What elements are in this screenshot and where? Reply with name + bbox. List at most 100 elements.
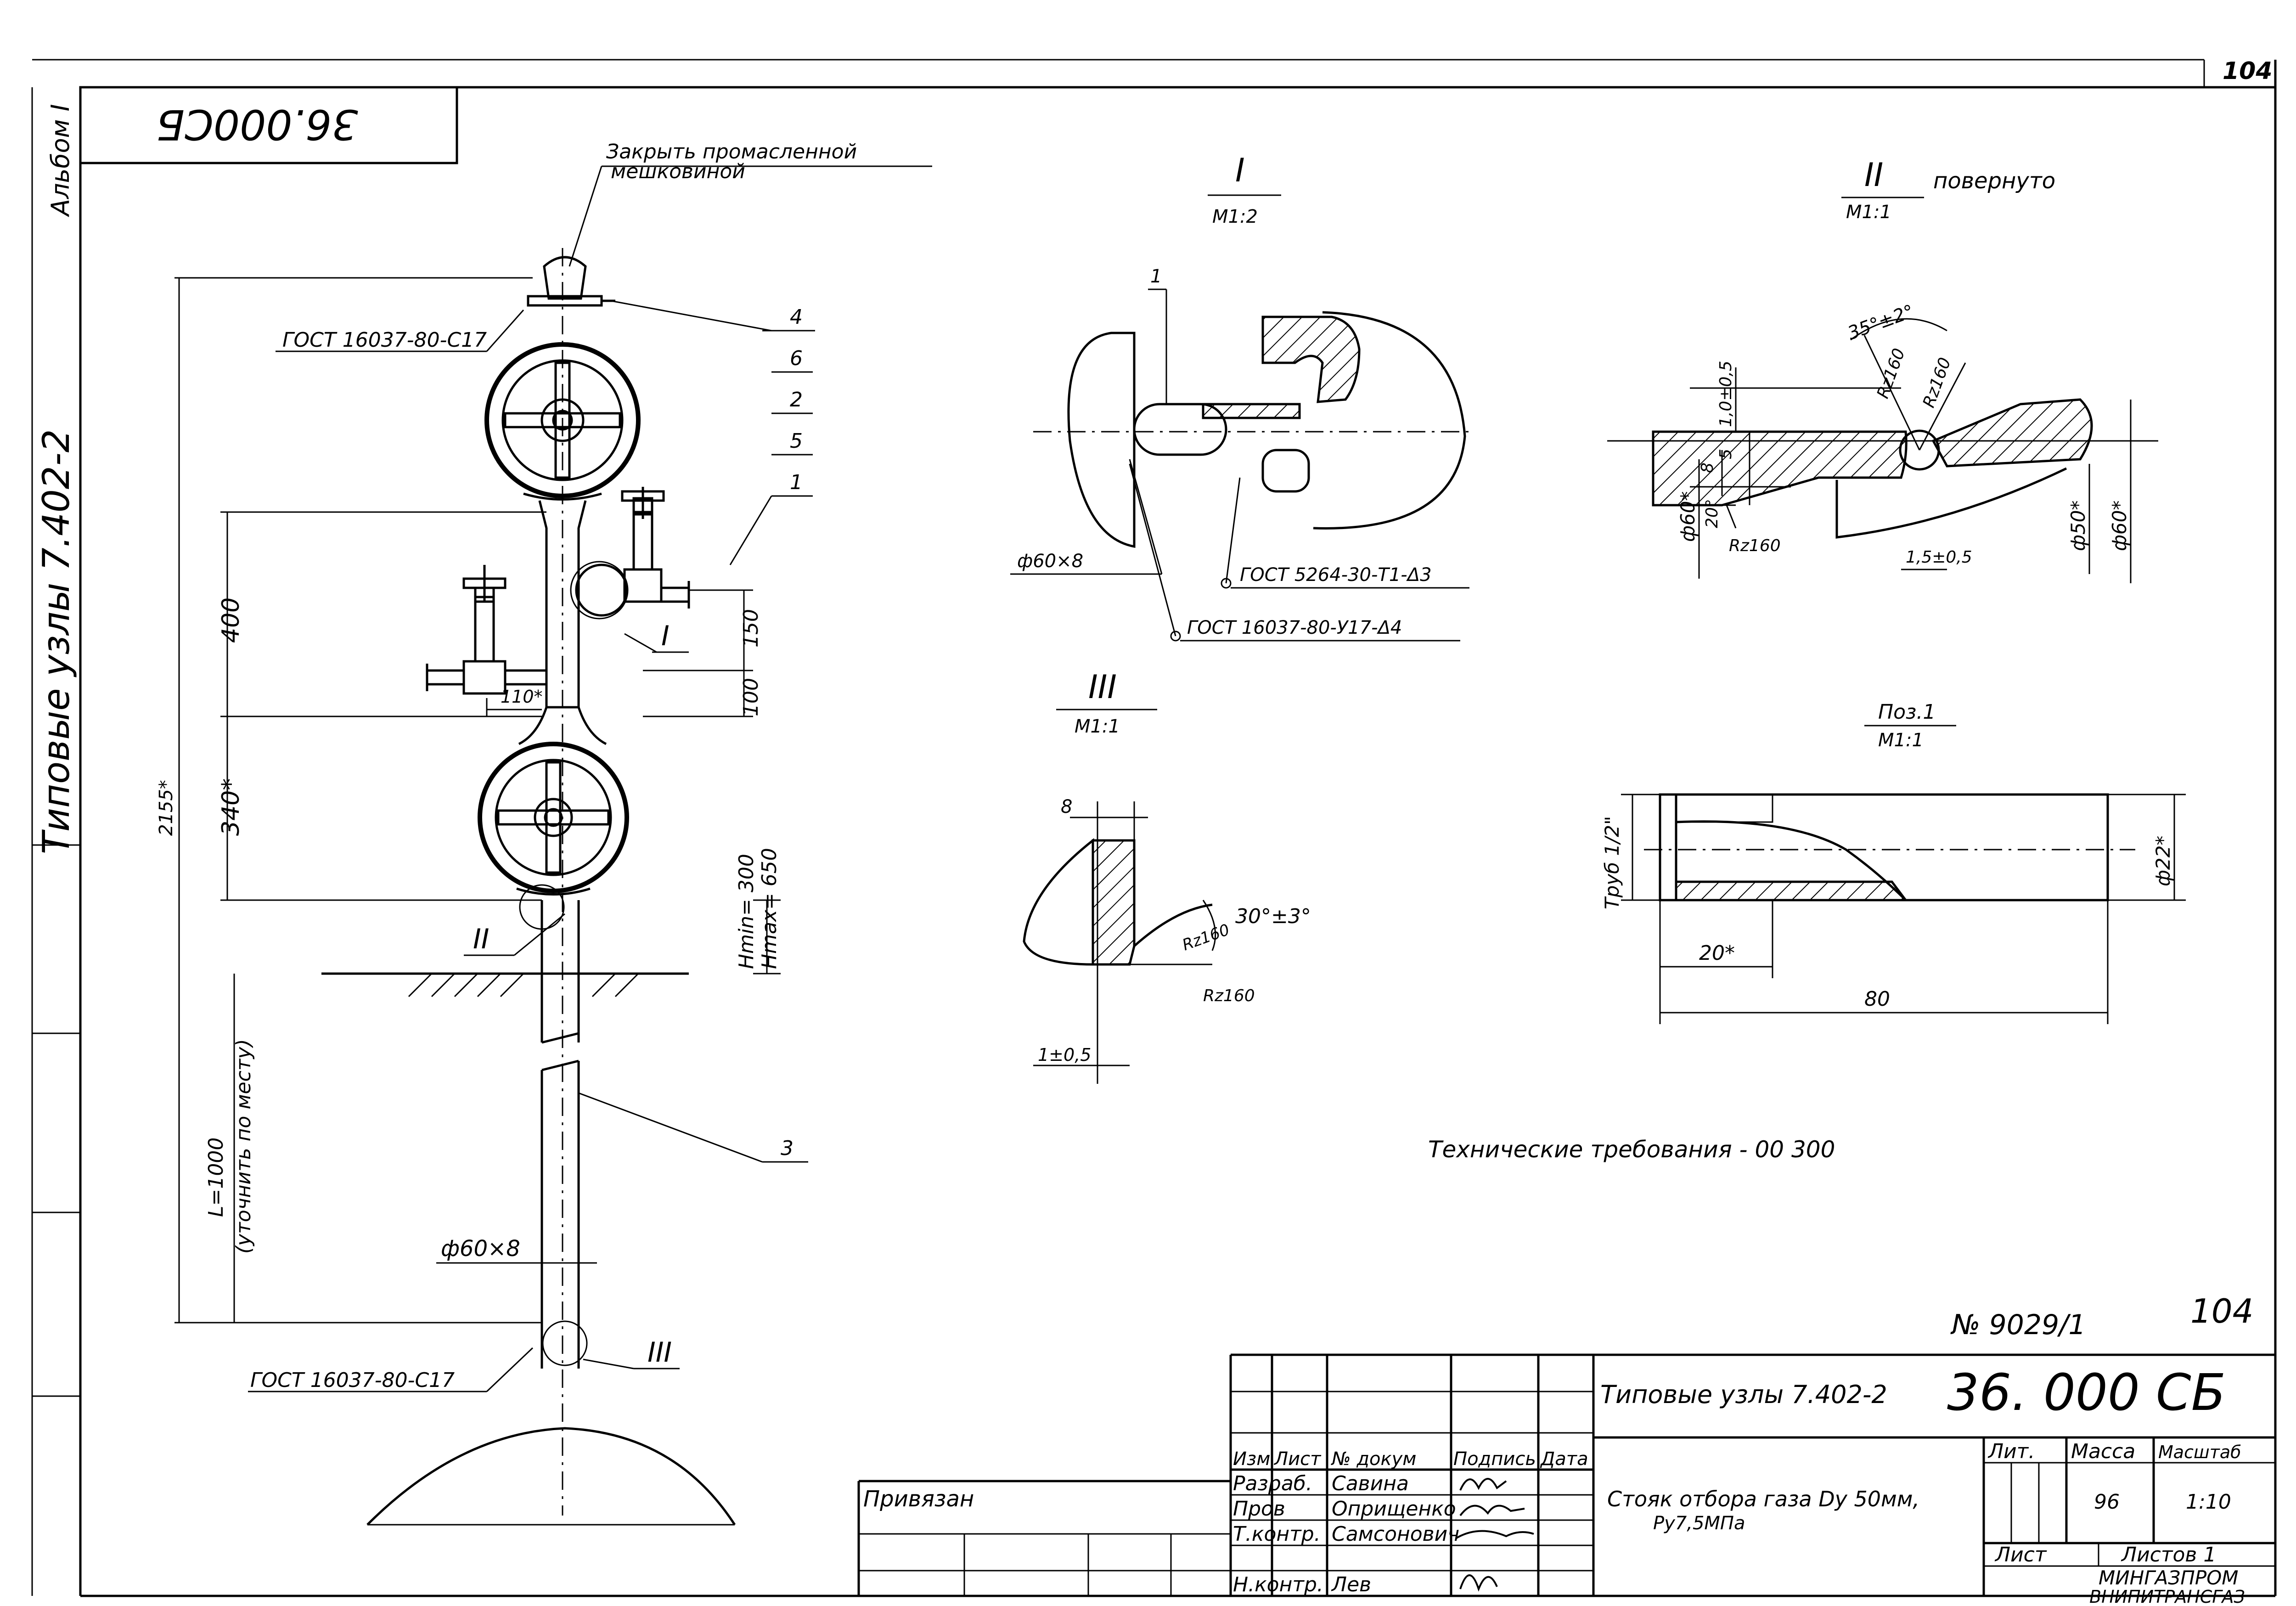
doc-number: № 9029/1 <box>1950 1309 2086 1341</box>
view-II-detail <box>1607 197 2158 583</box>
lit-header: Лит. <box>1987 1440 2035 1463</box>
header-date: Дата <box>1540 1448 1588 1470</box>
pos1-d20: 20* <box>1699 941 1735 965</box>
scale-header: Масштаб <box>2158 1442 2241 1462</box>
name-lev: Лев <box>1331 1573 1371 1596</box>
pos1-scale: М1:1 <box>1878 730 1924 751</box>
view-II-phi60-left: ф60* <box>1677 491 1699 542</box>
view-II-phi60-right: ф60* <box>2108 501 2131 551</box>
dim-340: 340* <box>217 778 245 836</box>
role-tkontr: Т.контр. <box>1233 1522 1321 1546</box>
gost-top-label: ГОСТ 16037-80-С17 <box>282 328 487 352</box>
series-vertical: Типовые узлы 7.402-2 <box>35 429 78 854</box>
main-assembly-view: Закрыть промасленной мешковиной <box>248 140 932 1526</box>
view-II-scale: М1:1 <box>1846 202 1891 223</box>
view-I-pipe: ф60×8 <box>1017 551 1083 572</box>
technical-requirements: Технические требования - 00 300 <box>1428 1136 1835 1163</box>
callout-5: 5 <box>790 429 803 453</box>
product-line-1: Стояк отбора газа Dу 50мм, <box>1607 1487 1919 1511</box>
title-code: 36. 000 СБ <box>1947 1363 2226 1422</box>
view-III-rz2: Rz160 <box>1203 986 1255 1005</box>
view-II-rz3: Rz160 <box>1729 536 1781 555</box>
dim-hmax: Hmax= 650 <box>758 848 781 969</box>
pos1-d80: 80 <box>1864 987 1890 1011</box>
org-line-2: ВНИПИТРАНСГАЗ <box>2089 1587 2245 1606</box>
dim-L-note: (уточнить по месту) <box>232 1039 255 1254</box>
view-III-angle: 30°±3° <box>1235 905 1311 928</box>
sheet-frame <box>31 59 2277 1597</box>
dim-100: 100 <box>739 678 763 716</box>
gost-bottom-label: ГОСТ 16037-80-С17 <box>250 1369 455 1392</box>
note-line-2: мешковиной <box>611 160 745 183</box>
sheet-corner-number: 104 <box>2190 1292 2253 1330</box>
view-II-rz2: Rz160 <box>1919 355 1955 410</box>
view-I-title: I <box>1235 152 1245 189</box>
view-II-d15: 1,5±0,5 <box>1906 548 1972 567</box>
mass-value: 96 <box>2094 1490 2120 1514</box>
view-mark-III: III <box>647 1336 672 1369</box>
pos1-title: Поз.1 <box>1878 700 1936 724</box>
role-razrab: Разраб. <box>1233 1472 1312 1495</box>
callout-2: 2 <box>790 388 803 411</box>
dim-400: 400 <box>217 597 245 643</box>
dim-pipe: ф60×8 <box>441 1236 520 1262</box>
view-I-detail <box>1010 194 1469 642</box>
header-doc: № докум <box>1331 1448 1416 1470</box>
view-III-detail <box>1023 709 1216 1084</box>
name-samsonovich: Самсонович <box>1332 1522 1459 1546</box>
view-III-scale: М1:1 <box>1075 716 1120 737</box>
view-I-callout: 1 <box>1150 266 1162 287</box>
view-II-phi50: ф50* <box>2067 501 2089 551</box>
header-izm: Изм <box>1233 1448 1270 1470</box>
view-II-note: повернуто <box>1933 168 2055 194</box>
view-II-rz1: Rz160 <box>1874 346 1909 401</box>
dim-2155: 2155* <box>156 780 177 836</box>
callout-4: 4 <box>790 305 803 329</box>
header-list: Лист <box>1273 1448 1322 1470</box>
callout-6: 6 <box>790 347 803 370</box>
view-I-gost1: ГОСТ 5264-30-Т1-Δ3 <box>1240 564 1432 586</box>
view-III-d8: 8 <box>1061 796 1072 817</box>
dim-L: L=1000 <box>204 1138 228 1217</box>
view-II-d5: 5 <box>1716 449 1735 459</box>
header-sign: Подпись <box>1453 1448 1536 1470</box>
mass-header: Масса <box>2071 1440 2135 1463</box>
view-II-d20: 20° <box>1703 499 1722 528</box>
title-block-lines <box>857 1353 2275 1596</box>
view-III-title: III <box>1088 668 1117 706</box>
view-II-d1: 1,0±0,5 <box>1716 361 1735 427</box>
view-III-tol: 1±0,5 <box>1038 1045 1091 1065</box>
view-II-title: II <box>1864 156 1883 194</box>
view-I-scale: М1:2 <box>1212 206 1258 227</box>
mirrored-code: 36.000СБ <box>156 100 358 148</box>
sheet-label: Лист <box>1994 1543 2047 1567</box>
view-II-angle: 35°±2° <box>1845 301 1917 344</box>
sheets-label: Листов 1 <box>2121 1543 2216 1567</box>
org-line-1: МИНГАЗПРОМ <box>2099 1567 2239 1589</box>
callout-3: 3 <box>781 1137 793 1160</box>
dim-hmin: Hmin= 300 <box>735 854 758 969</box>
album-label: Альбом I <box>46 104 75 217</box>
role-nkontr: Н.контр. <box>1233 1573 1323 1596</box>
view-II-d8: 8 <box>1698 462 1717 473</box>
pos1-detail <box>1621 725 2186 1024</box>
dim-110: 110* <box>501 687 543 707</box>
callout-1: 1 <box>790 471 803 494</box>
role-prov: Пров <box>1233 1497 1285 1521</box>
view-III-rz1: Rz160 <box>1180 920 1232 954</box>
signatures <box>1455 1478 1534 1592</box>
product-line-2: Ру7,5МПа <box>1653 1513 1745 1534</box>
scale-value: 1:10 <box>2186 1490 2231 1514</box>
name-savina: Савина <box>1332 1472 1409 1495</box>
pos1-phi: ф22* <box>2152 836 2174 886</box>
view-mark-I: I <box>661 620 670 652</box>
name-oprishchenko: Оприщенко <box>1332 1497 1456 1521</box>
main-view-dimensions <box>174 277 781 1324</box>
note-line-1: Закрыть промасленной <box>606 140 857 163</box>
title-series: Типовые узлы 7.402-2 <box>1600 1380 1887 1409</box>
view-mark-II: II <box>473 923 489 955</box>
dim-150: 150 <box>739 609 763 648</box>
view-I-gost2: ГОСТ 16037-80-У17-Δ4 <box>1187 617 1402 638</box>
privyazan-label: Привязан <box>863 1486 974 1512</box>
